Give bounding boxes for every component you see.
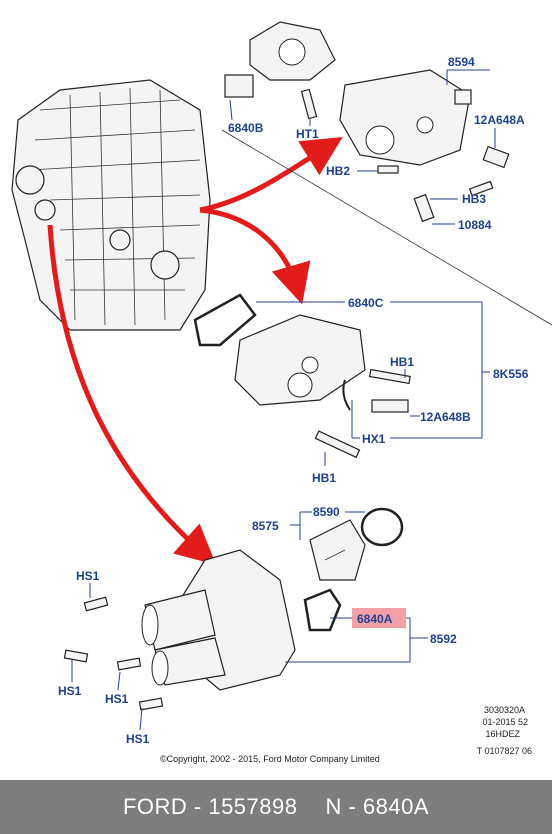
bolt-hb1-lower — [314, 430, 361, 459]
bolts-hs1 — [63, 596, 164, 711]
label-8592: 8592 — [430, 632, 457, 646]
footer-reference: N - 6840A — [325, 794, 430, 819]
red-arrows — [47, 137, 343, 565]
engine-block-illustration — [11, 79, 211, 331]
label-hx1: HX1 — [362, 432, 386, 446]
gasket-6840c — [193, 293, 257, 347]
label-hb3: HB3 — [462, 192, 486, 206]
label-8594: 8594 — [448, 55, 475, 69]
thermostat-8575 — [309, 519, 366, 581]
gasket-6840b — [224, 21, 336, 98]
label-8k556: 8K556 — [493, 367, 529, 381]
bolt-hb2 — [377, 165, 399, 174]
thermostat-housing-8592 — [141, 549, 296, 691]
label-hb1-lower: HB1 — [312, 471, 336, 485]
diagram-ref: T 0107827 06 — [477, 746, 532, 756]
section-divider-1 — [221, 129, 552, 326]
bolt-hb3 — [468, 180, 494, 197]
footer-part-number: FORD - 1557898 — [122, 794, 298, 819]
label-hb1-upper: HB1 — [390, 355, 414, 369]
label-hs1-2: HS1 — [58, 684, 82, 698]
thermostat-housing-upper — [339, 69, 472, 166]
sensor-12a648b — [371, 399, 409, 413]
seal-8590 — [360, 507, 404, 547]
diagram-date: 01-2015 52 — [482, 717, 528, 727]
sensor-10884 — [413, 193, 435, 223]
sensor-12a648a — [482, 145, 510, 169]
diagram-engine-code: 16HDEZ — [485, 729, 520, 739]
label-6840b: 6840B — [228, 121, 264, 135]
thermostat-housing-middle — [234, 314, 366, 406]
parts-diagram: 6840B HT1 8594 12A648A HB2 HB3 10884 684… — [11, 21, 552, 764]
label-10884: 10884 — [458, 218, 492, 232]
label-8575: 8575 — [252, 519, 279, 533]
label-hb2: HB2 — [326, 164, 350, 178]
label-hs1-4: HS1 — [126, 732, 150, 746]
label-12a648b: 12A648B — [420, 410, 471, 424]
label-hs1-1: HS1 — [76, 569, 100, 583]
label-6840a: 6840A — [357, 612, 393, 626]
label-12a648a: 12A648A — [474, 113, 525, 127]
bolt-hb1-upper — [368, 368, 411, 385]
leader-lines — [71, 69, 496, 731]
footer-bar: FORD - 1557898 N - 6840A — [0, 780, 552, 834]
label-hs1-3: HS1 — [105, 692, 129, 706]
highlight-6840a — [352, 608, 406, 628]
clip-hx1 — [342, 379, 351, 411]
gasket-6840a — [303, 588, 342, 632]
stud-ht1 — [300, 88, 318, 120]
label-ht1: HT1 — [296, 127, 319, 141]
diagram-code: 3030320A — [484, 705, 525, 715]
copyright: ©Copyright, 2002 - 2015, Ford Motor Comp… — [160, 754, 380, 764]
label-6840c: 6840C — [348, 296, 384, 310]
label-8590: 8590 — [313, 505, 340, 519]
